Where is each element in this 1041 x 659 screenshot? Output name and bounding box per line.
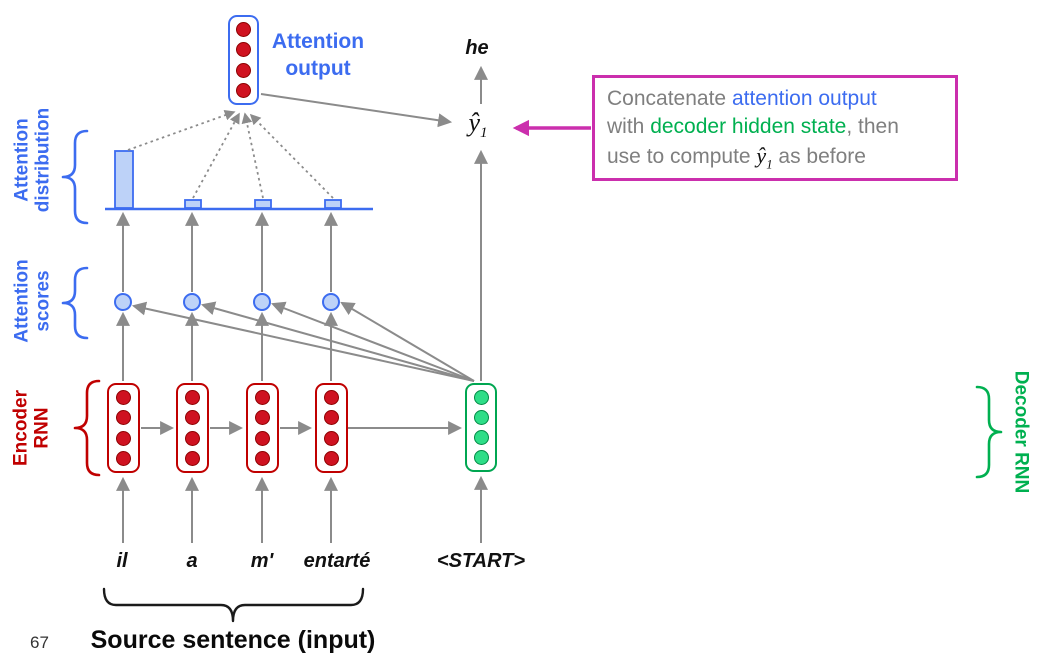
decoder-rnn-brace — [975, 385, 1003, 479]
state-dot — [255, 430, 270, 446]
state-dot — [473, 410, 489, 425]
attention-distribution-label: Attention distribution — [11, 107, 54, 213]
state-dot — [236, 22, 251, 38]
start-token: <START> — [436, 550, 526, 572]
state-dot — [255, 410, 270, 426]
state-dot — [324, 410, 339, 426]
input-arrows — [116, 475, 488, 543]
callout-line-3: use to compute ŷ1 as before — [607, 143, 866, 172]
attention-output-to-yhat-arrow — [260, 93, 453, 128]
source-sentence-brace — [102, 587, 365, 623]
source-word-2: a — [186, 550, 198, 572]
state-dot — [324, 390, 339, 406]
yhat-node: ŷ1 — [468, 107, 488, 142]
attention-output-label: Attention output — [271, 30, 365, 80]
score-node-3 — [253, 293, 271, 311]
state-dot — [473, 430, 489, 445]
state-dot — [116, 430, 131, 446]
state-dot — [185, 390, 200, 406]
output-arrows — [260, 65, 488, 381]
decoder-to-score-arrows — [131, 301, 475, 382]
callout-box: Concatenate attention output with decode… — [592, 75, 958, 181]
state-dot — [255, 450, 270, 466]
attention-bar-4 — [324, 199, 342, 209]
attention-distribution-brace — [61, 129, 89, 225]
encoder-rnn-label: Encoder RNN — [10, 389, 53, 467]
decoder-rnn-label: Decoder RNN — [1010, 370, 1032, 494]
source-sentence-label: Source sentence (input) — [90, 626, 376, 654]
callout-line-2: with decoder hidden state, then — [607, 115, 899, 139]
callout-line-1: Concatenate attention output — [607, 87, 877, 110]
source-word-3: m' — [250, 550, 274, 572]
state-dot — [473, 390, 489, 405]
encoder-cell-4 — [315, 383, 348, 473]
state-dot — [324, 450, 339, 466]
source-word-1: il — [116, 550, 128, 572]
state-dot — [116, 410, 131, 426]
encoder-to-score-arrows — [116, 311, 338, 381]
state-dot — [116, 450, 131, 466]
attention-scores-brace — [61, 266, 89, 340]
attention-distribution-chart — [105, 150, 373, 211]
state-dot — [185, 430, 200, 446]
attention-scores-label: Attention scores — [11, 259, 54, 343]
encoder-cell-3 — [246, 383, 279, 473]
state-dot — [185, 410, 200, 426]
attention-bar-1 — [114, 150, 134, 209]
state-dot — [236, 62, 251, 78]
state-dot — [116, 390, 131, 406]
state-dot — [255, 390, 270, 406]
state-dot — [185, 450, 200, 466]
decoder-cell — [465, 383, 497, 472]
score-node-4 — [322, 293, 340, 311]
page-number: 67 — [30, 633, 49, 652]
attention-score-nodes — [114, 293, 340, 311]
distribution-to-output-dotted-lines — [127, 110, 334, 199]
predicted-word: he — [465, 37, 489, 59]
state-dot — [324, 430, 339, 446]
score-to-distribution-arrows — [116, 211, 338, 292]
score-node-2 — [183, 293, 201, 311]
score-node-1 — [114, 293, 132, 311]
state-dot — [236, 42, 251, 58]
source-word-4: entarté — [303, 550, 371, 572]
state-dot — [236, 82, 251, 98]
encoder-rnn-brace — [73, 379, 101, 477]
encoder-cell-2 — [176, 383, 209, 473]
encoder-cell-1 — [107, 383, 140, 473]
state-dot — [473, 450, 489, 465]
attention-bar-2 — [184, 199, 202, 209]
attention-output-cell — [228, 15, 259, 105]
attention-bar-3 — [254, 199, 272, 209]
